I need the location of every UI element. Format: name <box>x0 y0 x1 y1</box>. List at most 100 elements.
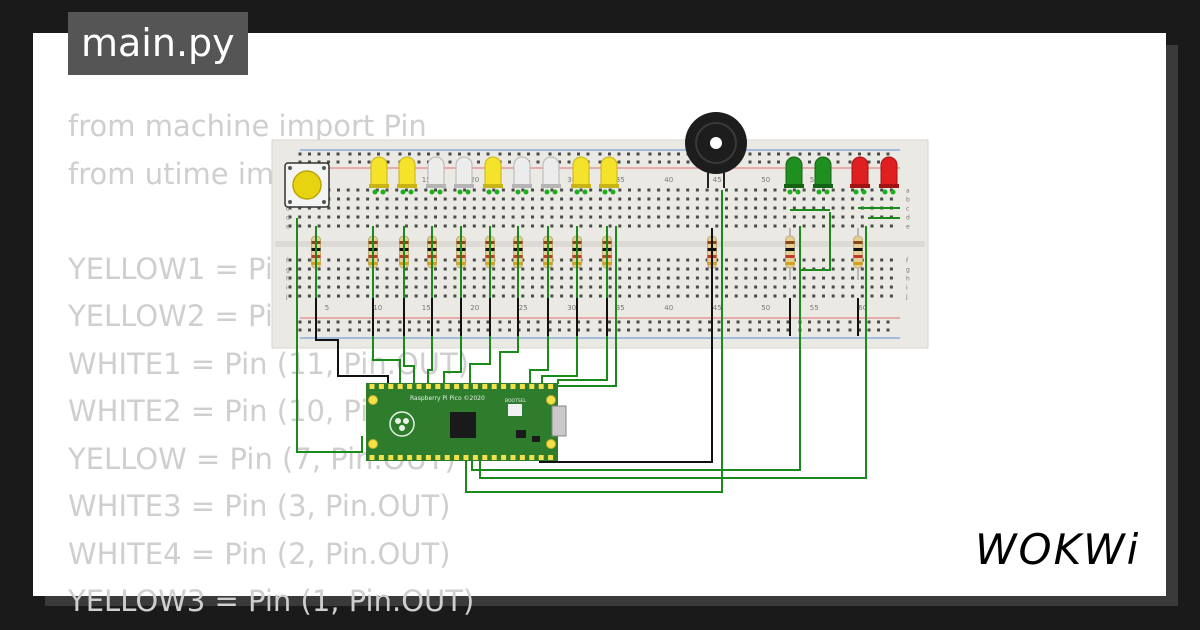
led-white[interactable] <box>426 156 446 195</box>
breadboard-hole <box>356 224 360 228</box>
breadboard-hole <box>346 258 350 262</box>
led-yellow[interactable] <box>571 156 591 195</box>
column-number: 20 <box>470 304 479 312</box>
breadboard-hole <box>307 276 311 280</box>
breadboard-hole <box>463 267 467 271</box>
breadboard-hole <box>802 258 806 262</box>
rail-hole <box>686 160 690 164</box>
rail-hole <box>786 320 790 324</box>
row-letter: f <box>906 258 909 265</box>
breadboard-hole <box>337 258 340 262</box>
breadboard-hole <box>492 215 496 219</box>
filename-tab[interactable]: main.py <box>68 12 248 75</box>
breadboard-hole <box>346 188 350 192</box>
breadboard-hole <box>472 188 476 192</box>
led-yellow[interactable] <box>369 156 389 195</box>
rail-hole <box>308 160 311 164</box>
row-letter: i <box>286 285 288 292</box>
rail-hole <box>408 320 411 324</box>
led-white[interactable] <box>454 156 474 195</box>
pico-pin <box>454 455 460 460</box>
led-green[interactable] <box>784 156 804 195</box>
breadboard-hole <box>637 285 641 289</box>
breadboard-hole <box>434 224 437 228</box>
bootsel-button[interactable] <box>508 404 522 416</box>
breadboard-hole <box>695 197 699 201</box>
breadboard-hole <box>763 276 767 280</box>
breadboard-hole <box>763 267 767 271</box>
breadboard-hole <box>404 276 408 280</box>
breadboard-hole <box>550 224 554 228</box>
breadboard-hole <box>666 258 670 262</box>
breadboard-hole <box>725 206 728 210</box>
breadboard-hole <box>851 188 855 192</box>
breadboard-hole <box>540 188 544 192</box>
breadboard-hole <box>307 215 311 219</box>
breadboard-hole <box>424 258 428 262</box>
led-white[interactable] <box>541 156 561 195</box>
breadboard-hole <box>337 285 340 289</box>
ground-wires <box>372 298 608 336</box>
column-number: 10 <box>373 304 382 312</box>
rail-hole <box>367 152 371 156</box>
breadboard-hole <box>414 188 418 192</box>
push-button[interactable] <box>284 162 330 208</box>
breadboard-hole <box>880 258 884 262</box>
breadboard-hole <box>385 276 389 280</box>
row-letter: h <box>906 276 910 283</box>
breadboard-hole <box>637 188 641 192</box>
breadboard-hole <box>618 258 622 262</box>
rail-hole <box>667 160 671 164</box>
breadboard-hole <box>705 188 709 192</box>
rail-hole <box>398 152 402 156</box>
breadboard-hole <box>792 224 796 228</box>
led-green[interactable] <box>813 156 833 195</box>
breadboard-hole <box>880 197 884 201</box>
rail-hole <box>886 152 890 156</box>
breadboard-hole <box>647 224 651 228</box>
breadboard-hole <box>744 224 748 228</box>
resistor[interactable] <box>853 228 863 280</box>
pico-pin <box>482 455 488 460</box>
breadboard-hole <box>337 276 340 280</box>
breadboard-hole <box>734 267 738 271</box>
breadboard-hole <box>560 285 564 289</box>
breadboard-hole <box>608 276 612 280</box>
breadboard-hole <box>889 197 893 201</box>
rail-hole <box>586 320 590 324</box>
led-red[interactable] <box>879 156 899 195</box>
breadboard-hole <box>307 267 311 271</box>
breadboard-hole <box>579 294 583 298</box>
breadboard-hole <box>792 294 796 298</box>
breadboard-hole <box>734 215 738 219</box>
column-number: 15 <box>422 304 431 312</box>
breadboard-hole <box>822 197 825 201</box>
buzzer[interactable] <box>685 112 747 188</box>
breadboard-hole <box>366 197 370 201</box>
pico-pin <box>501 384 507 389</box>
breadboard-hole <box>492 276 496 280</box>
breadboard-hole <box>608 267 612 271</box>
rail-hole <box>677 160 680 164</box>
rail-hole <box>508 328 511 332</box>
led-red[interactable] <box>850 156 870 195</box>
resistor[interactable] <box>785 228 795 280</box>
rail-hole <box>586 152 590 156</box>
breadboard-hole <box>686 294 690 298</box>
breadboard-hole <box>307 224 311 228</box>
breadboard-hole <box>482 285 486 289</box>
breadboard-hole <box>375 224 379 228</box>
raspberry-pi-pico[interactable]: Raspberry Pi Pico ©2020 BOOTSEL <box>366 383 567 461</box>
breadboard-hole <box>889 285 893 289</box>
led-yellow[interactable] <box>599 156 619 195</box>
led-yellow[interactable] <box>483 156 503 195</box>
breadboard-hole <box>453 294 457 298</box>
led-white[interactable] <box>512 156 532 195</box>
breadboard-hole <box>366 276 370 280</box>
rail-hole <box>767 320 771 324</box>
led-yellow[interactable] <box>397 156 417 195</box>
breadboard-hole <box>414 224 418 228</box>
breadboard-hole <box>628 285 631 289</box>
rail-hole <box>748 328 752 332</box>
